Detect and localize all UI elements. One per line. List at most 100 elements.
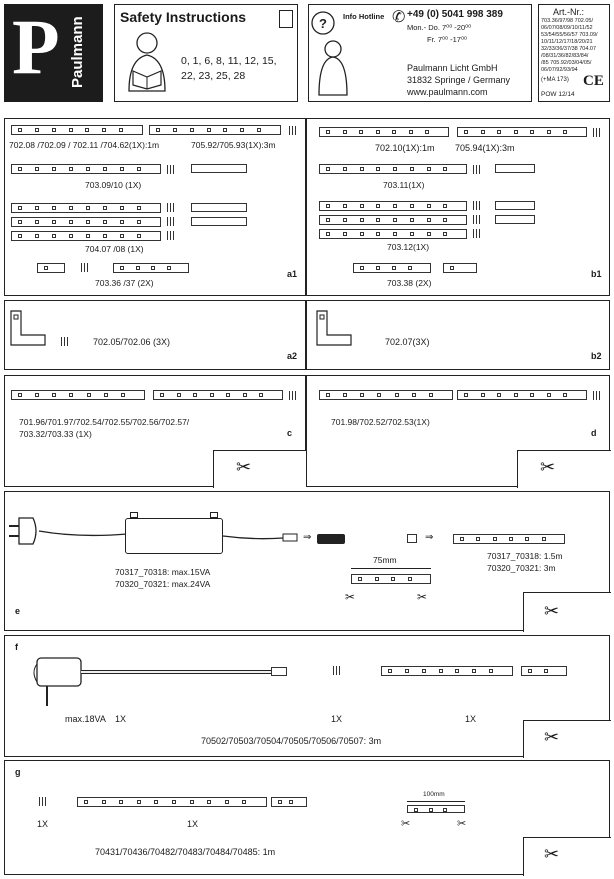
led-chip <box>135 266 140 270</box>
led-chip <box>359 218 364 222</box>
led-chip <box>137 220 141 224</box>
led-chip <box>464 130 468 134</box>
led-strip <box>149 125 281 135</box>
section-a1: 702.08 /702.09 / 702.11 /704.62(1X):1m 7… <box>4 118 306 296</box>
led-chip <box>151 266 155 270</box>
b1-label-2: 703.11(1X) <box>383 180 425 190</box>
led-chip <box>120 167 124 171</box>
led-chip <box>35 206 39 210</box>
led-chip <box>176 393 181 397</box>
led-strip <box>457 390 587 400</box>
led-chip <box>544 669 548 673</box>
led-strip <box>11 125 143 135</box>
led-chip <box>52 206 56 210</box>
led-chip <box>137 206 141 210</box>
connector-clip <box>407 534 417 543</box>
led-chip <box>360 393 365 397</box>
connector-icon <box>593 391 601 400</box>
led-strip <box>319 215 467 225</box>
scissors-icon: ✂ <box>540 457 556 477</box>
profile-bar <box>495 215 535 224</box>
connector-icon <box>593 128 601 137</box>
led-chip <box>497 130 502 134</box>
led-chip <box>546 393 551 397</box>
hotline-number: +49 (0) 5041 998 389 <box>407 9 503 20</box>
led-chip <box>120 234 124 238</box>
led-chip <box>392 130 397 134</box>
led-chip <box>18 167 22 171</box>
led-chip <box>51 128 56 132</box>
led-chip <box>426 218 431 222</box>
led-chip <box>563 130 568 134</box>
led-chip <box>528 669 532 673</box>
section-g: g 1X 1X 100mm ✂ ✂ 70431/70436/70482/7048… <box>4 760 611 876</box>
phone-icon: ✆ <box>392 9 406 26</box>
led-chip <box>166 266 171 270</box>
connector-icon <box>289 126 297 135</box>
led-chip <box>394 393 399 397</box>
safety-codes-2: 22, 23, 25, 28 <box>181 70 246 82</box>
led-chip <box>443 232 448 236</box>
led-chip <box>509 537 513 541</box>
led-chip <box>86 234 90 238</box>
led-chip <box>513 130 518 134</box>
led-strip <box>443 263 477 273</box>
company-name: Paulmann Licht GmbH <box>407 63 498 73</box>
led-chip <box>393 204 397 208</box>
connector-clip <box>271 667 287 676</box>
led-chip <box>375 130 380 134</box>
led-chip <box>120 220 124 224</box>
article-line: 10/11/12/17/18/20/21 <box>541 39 593 45</box>
led-chip <box>359 130 364 134</box>
led-chip <box>242 393 247 397</box>
led-chip <box>206 128 211 132</box>
led-chip <box>103 167 107 171</box>
article-line: 06/07/92/93/94 <box>541 67 578 73</box>
section-e: 70317_70318: max.15VA 70320_70321: max.2… <box>4 491 611 632</box>
led-strip <box>11 231 161 241</box>
e-len-1: 70317_70318: 1.5m <box>487 551 563 561</box>
cut-box: ✂ <box>523 592 611 632</box>
led-chip <box>69 393 74 397</box>
ce-mark: CE <box>583 73 604 89</box>
article-line: 32/33/36/37/38 704.07 <box>541 46 597 52</box>
article-title: Art.-Nr.: <box>553 7 584 17</box>
led-chip <box>530 130 535 134</box>
led-chip <box>18 128 22 132</box>
led-chip <box>103 220 107 224</box>
led-chip <box>360 266 364 270</box>
led-chip <box>376 266 380 270</box>
b1-label-4: 703.38 (2X) <box>387 278 432 288</box>
led-chip <box>35 167 39 171</box>
cut-box: ✂ <box>517 450 611 488</box>
led-strip <box>319 229 467 239</box>
led-chip <box>472 669 477 673</box>
led-chip <box>326 130 330 134</box>
company-address: 31832 Springe / Germany <box>407 75 511 85</box>
led-chip <box>409 204 414 208</box>
connector-icon <box>167 231 175 240</box>
led-chip <box>84 800 88 804</box>
led-chip <box>464 393 468 397</box>
section-tag-e: e <box>15 606 21 616</box>
article-number-box: Art.-Nr.: 703.36/97/98 702.05/ 06/07/08/… <box>538 4 610 102</box>
led-chip <box>393 167 397 171</box>
connector-icon <box>81 263 89 272</box>
led-chip <box>86 206 90 210</box>
connector-icon <box>167 217 175 226</box>
f-max: max.18VA <box>65 714 106 724</box>
led-chip <box>154 800 159 804</box>
led-chip <box>450 266 454 270</box>
led-chip <box>136 800 141 804</box>
led-chip <box>426 232 431 236</box>
led-chip <box>421 669 426 673</box>
company-website: www.paulmann.com <box>407 87 488 97</box>
section-tag-g: g <box>15 767 21 777</box>
led-chip <box>392 266 396 270</box>
led-chip <box>513 393 518 397</box>
led-chip <box>69 167 73 171</box>
section-tag-d: d <box>591 428 597 438</box>
section-tag-a1: a1 <box>287 269 298 279</box>
g-label: 70431/70436/70482/70483/70484/70485: 1m <box>95 847 276 857</box>
cut-box: ✂ <box>213 450 307 488</box>
